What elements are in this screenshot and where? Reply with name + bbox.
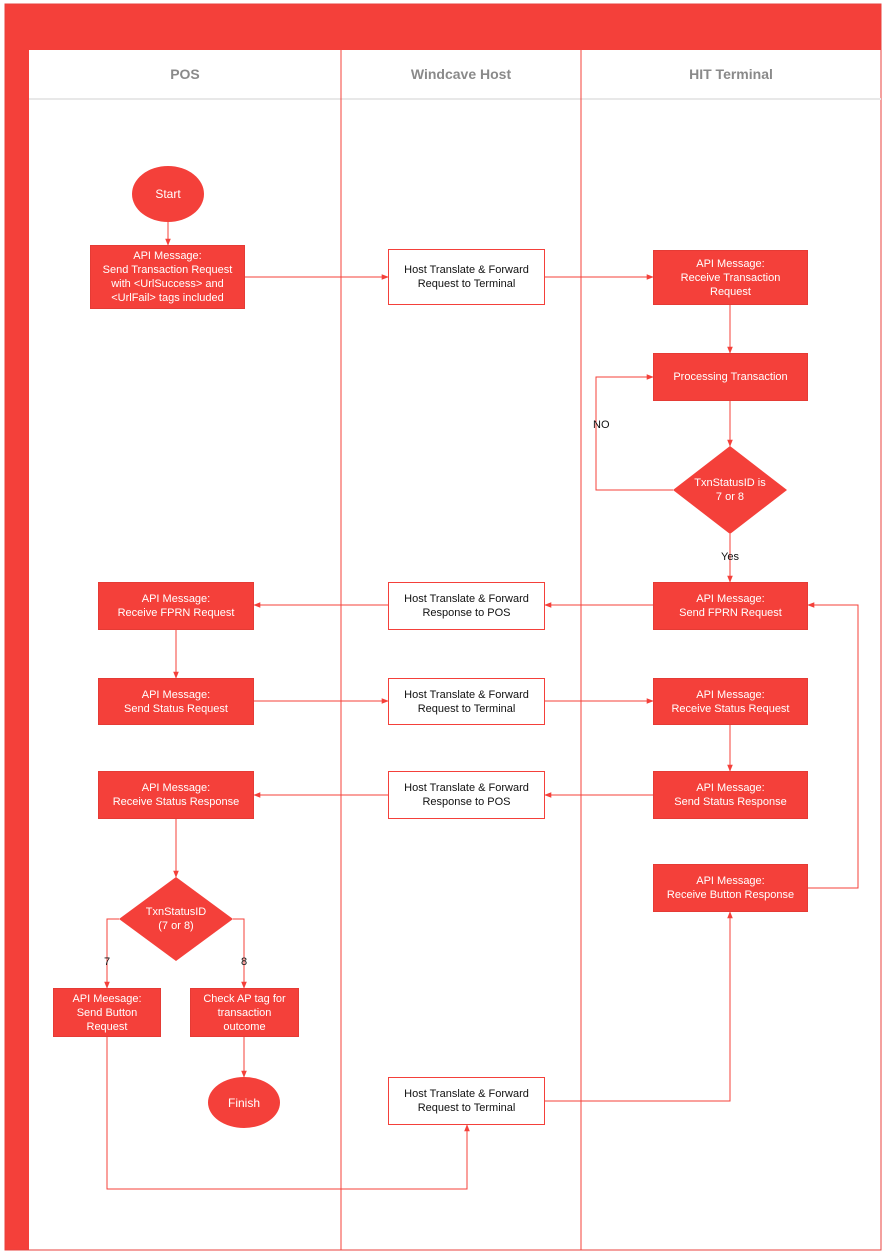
host-forward-request-3: Host Translate & Forward Request to Term…	[388, 1077, 545, 1125]
host-forward-response-1: Host Translate & Forward Response to POS	[388, 582, 545, 630]
pool-frame	[4, 3, 882, 1251]
lane-title-hit-terminal: HIT Terminal	[689, 66, 773, 82]
host-forward-request-1: Host Translate & Forward Request to Term…	[388, 249, 545, 305]
host-forward-response-2: Host Translate & Forward Response to POS	[388, 771, 545, 819]
edge-label-no: NO	[593, 419, 610, 431]
pos-send-status-request: API Message: Send Status Request	[98, 678, 254, 725]
edge-host-to-recv-button	[545, 911, 733, 1102]
edge-label-7: 7	[104, 956, 111, 968]
header-bar	[5, 4, 881, 50]
pos-send-button-request: API Meesage: Send Button Request	[53, 988, 161, 1037]
edge-recv-button-to-send-fprn	[807, 602, 859, 889]
pos-decision-label: TxnStatusID (7 or 8)	[145, 906, 207, 932]
start-node: Start	[132, 166, 204, 222]
finish-node: Finish	[208, 1077, 280, 1128]
terminal-receive-status-request: API Message: Receive Status Request	[653, 678, 808, 725]
edge-decision-no-loop	[595, 374, 673, 491]
terminal-receive-transaction-request: API Message: Receive Transaction Request	[653, 250, 808, 305]
terminal-send-status-response: API Message: Send Status Response	[653, 771, 808, 819]
terminal-send-fprn-request: API Message: Send FPRN Request	[653, 582, 808, 630]
edge-label-yes: Yes	[721, 551, 739, 563]
terminal-processing-transaction: Processing Transaction	[653, 353, 808, 401]
edge-decision-to-check-ap	[233, 918, 247, 989]
lane-title-windcave-host: Windcave Host	[410, 66, 512, 82]
edge-label-8: 8	[241, 956, 248, 968]
pos-decision-diamond	[119, 877, 233, 961]
edge-decision-to-send-button	[104, 918, 119, 989]
pos-receive-fprn-request: API Message: Receive FPRN Request	[98, 582, 254, 630]
left-band	[5, 50, 29, 1250]
terminal-receive-button-response: API Message: Receive Button Response	[653, 864, 808, 912]
host-forward-request-2: Host Translate & Forward Request to Term…	[388, 678, 545, 725]
terminal-decision-diamond	[673, 446, 787, 534]
pos-send-transaction-request: API Message: Send Transaction Request wi…	[90, 245, 245, 309]
terminal-decision-label: TxnStatusID is 7 or 8	[694, 477, 766, 503]
pos-receive-status-response: API Message: Receive Status Response	[98, 771, 254, 819]
lane-title-pos: POS	[170, 66, 200, 82]
pos-check-ap-tag: Check AP tag for transaction outcome	[190, 988, 299, 1037]
edge-send-button-to-host	[106, 1037, 470, 1190]
